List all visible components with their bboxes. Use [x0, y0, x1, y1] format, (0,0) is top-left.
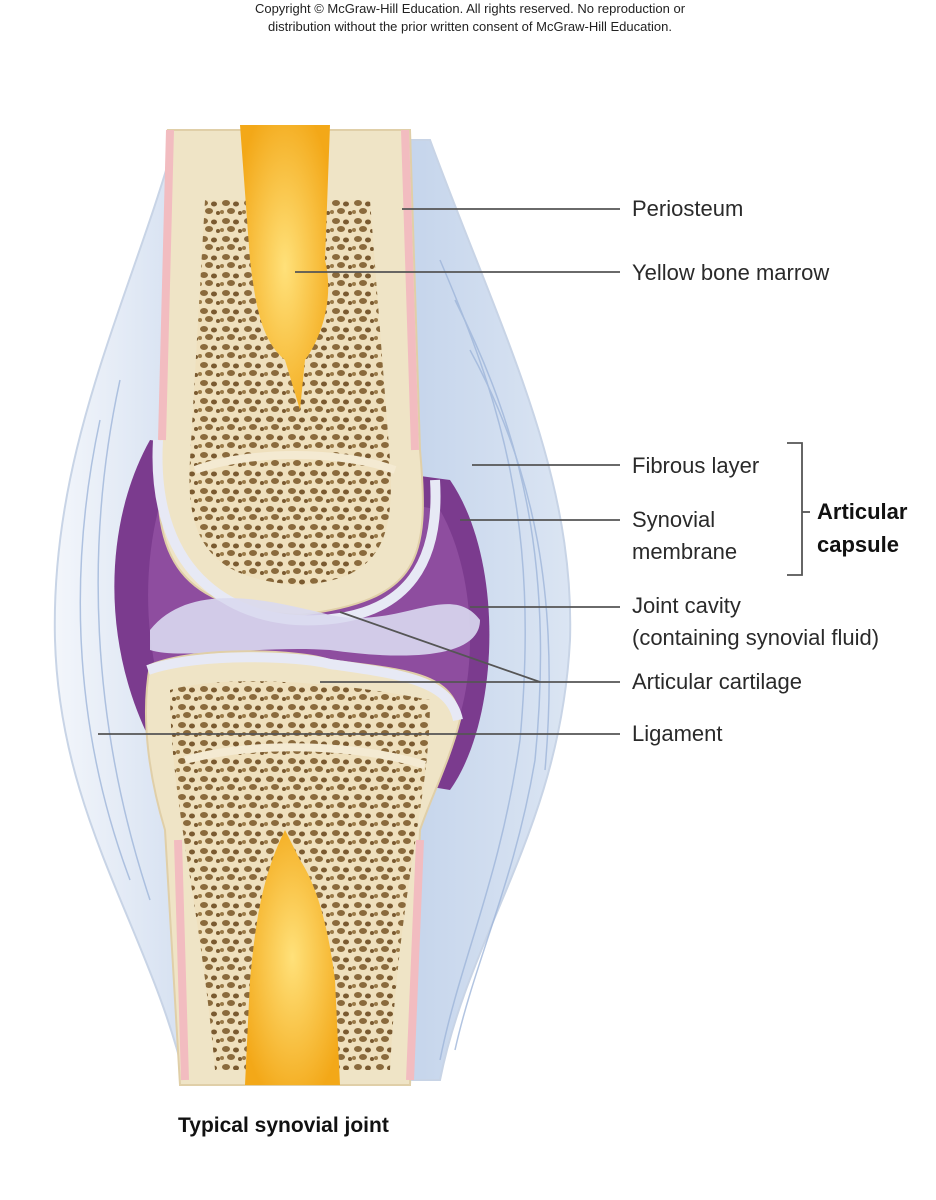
label-synovial-membrane-2: membrane: [632, 539, 738, 564]
capsule-bracket: [787, 442, 803, 576]
label-periosteum: Periosteum: [632, 196, 744, 221]
label-joint-cavity-1: Joint cavity: [632, 593, 741, 618]
copyright-line-2: distribution without the prior written c…: [268, 19, 672, 34]
upper-spongy-bone: [189, 200, 391, 585]
label-ligament: Ligament: [632, 721, 723, 746]
label-articular-capsule-2: capsule: [817, 532, 899, 557]
label-yellow-bone-marrow: Yellow bone marrow: [632, 260, 830, 285]
label-joint-cavity-2: (containing synovial fluid): [632, 625, 880, 650]
copyright-notice: Copyright © McGraw-Hill Education. All r…: [120, 0, 820, 36]
label-fibrous-layer: Fibrous layer: [632, 453, 760, 478]
label-synovial-membrane-1: Synovial: [632, 507, 716, 532]
lower-yellow-marrow: [245, 830, 340, 1085]
upper-yellow-marrow: [240, 125, 330, 410]
leader-lines: [98, 208, 810, 735]
fibrous-striations: [79, 259, 550, 1061]
copyright-line-1: Copyright © McGraw-Hill Education. All r…: [254, 1, 686, 16]
figure-caption: Typical synovial joint: [178, 1114, 389, 1137]
label-articular-cartilage: Articular cartilage: [632, 669, 802, 694]
label-articular-capsule-1: Articular: [817, 499, 908, 524]
